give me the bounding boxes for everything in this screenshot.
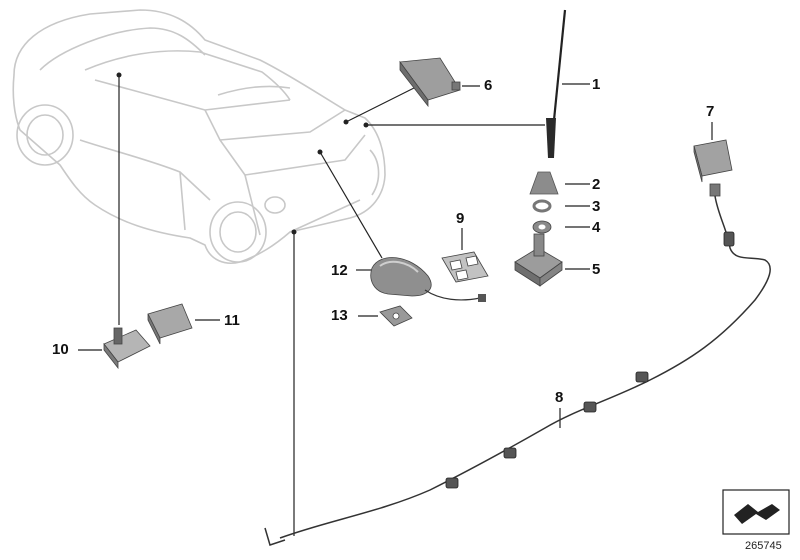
electronic-module: [147, 303, 193, 345]
leader-lines: [78, 75, 713, 536]
navigation-arrow-icon: [722, 489, 790, 535]
shark-fin-antenna: [370, 257, 486, 302]
callout-2: 2: [592, 176, 601, 193]
callout-5: 5: [592, 261, 601, 278]
diagram-reference-number: 265745: [745, 540, 782, 552]
callout-7: 7: [706, 103, 715, 120]
sealing-ring: [532, 199, 552, 213]
antenna-bracket: [441, 251, 489, 283]
leader-dots: [116, 72, 369, 235]
antenna-base-module: [514, 233, 563, 287]
callout-3: 3: [592, 198, 601, 215]
cable-harness: [264, 195, 771, 546]
callout-11: 11: [224, 312, 240, 329]
cable-clips: [445, 231, 735, 489]
telematics-unit: [693, 139, 733, 197]
gasket: [379, 305, 413, 327]
callout-4: 4: [592, 219, 601, 236]
callout-13: 13: [331, 307, 348, 324]
callout-8: 8: [555, 389, 564, 406]
callout-12: 12: [331, 262, 348, 279]
module-holder: [103, 327, 151, 370]
callout-1: 1: [592, 76, 601, 93]
car-outline: [12, 9, 386, 264]
hex-nut: [532, 220, 552, 234]
callout-10: 10: [52, 341, 69, 358]
antenna-base-cone: [529, 171, 559, 195]
callout-6: 6: [484, 77, 493, 94]
control-unit: [399, 57, 461, 108]
callout-9: 9: [456, 210, 465, 227]
rod-antenna: [546, 9, 567, 158]
